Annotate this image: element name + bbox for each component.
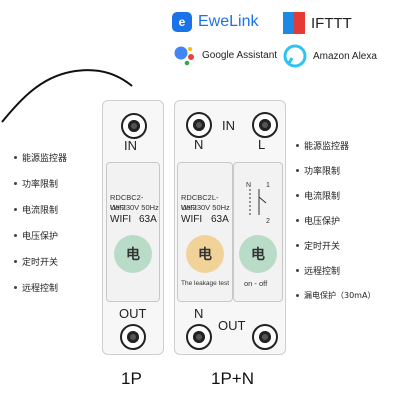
power-cable — [1, 69, 133, 123]
wifi-label-1pn: WIFI — [181, 214, 203, 225]
bullet-icon — [14, 285, 17, 289]
feature-label: 定时开关 — [304, 241, 341, 252]
google-assistant-icon — [174, 46, 194, 66]
terminal-label-out-1p: OUT — [119, 306, 147, 321]
feature-label: 能源监控器 — [22, 153, 68, 164]
diagram-label-2: 2 — [266, 218, 270, 225]
feature-label: 电流限制 — [22, 205, 59, 216]
leakage-test-button[interactable]: 电 — [186, 235, 224, 273]
terminal-label-n-bottom: N — [194, 306, 204, 321]
amazon-alexa-label: Amazon Alexa — [313, 50, 377, 62]
terminal-label-in-1p: IN — [124, 138, 137, 153]
leakage-test-label: The leakage test — [181, 280, 230, 287]
module-1pn-side: N 1 2 电 on - off — [233, 162, 283, 302]
module-1pn-main: RDCBC2L-WIFI Ue:230V 50Hz WIFI 63A 电 The… — [177, 162, 233, 302]
bullet-icon — [14, 181, 17, 185]
rating-label: Ue:230V 50Hz — [110, 203, 159, 212]
screw-terminal-l-top — [252, 112, 278, 138]
screw-terminal-n-top — [186, 112, 212, 138]
model-label: RDCBC2-WIFI — [110, 193, 144, 212]
amps-label-1pn: 63A — [211, 214, 229, 225]
list-item: 漏电保护（30mA） — [296, 288, 375, 302]
bullet-icon — [14, 155, 17, 159]
amazon-alexa-logo: Amazon Alexa — [283, 44, 377, 68]
feature-label: 能源监控器 — [304, 141, 350, 152]
control-button[interactable]: 电 — [114, 235, 152, 273]
feature-list-right: 能源监控器 功率限制 电流限制 电压保护 定时开关 远程控制 漏电保护（30mA… — [296, 138, 375, 313]
on-off-label: on - off — [244, 279, 268, 288]
module-1p: RDCBC2-WIFI Ue:230V 50Hz WIFI 63A 电 — [106, 162, 160, 302]
terminal-label-l-top: L — [258, 137, 266, 152]
amps-label: 63A — [139, 214, 157, 225]
list-item: 远程控制 — [14, 280, 67, 294]
list-item: 电压保护 — [14, 228, 67, 242]
bullet-icon — [296, 268, 299, 272]
ifttt-icon — [283, 12, 305, 34]
feature-list-left: 能源监控器 功率限制 电流限制 电压保护 定时开关 远程控制 — [14, 150, 67, 306]
model-label-1pn: RDCBC2L-WIFI — [181, 193, 219, 212]
ewelink-icon: e — [172, 12, 192, 32]
bullet-icon — [296, 143, 299, 147]
feature-label: 远程控制 — [22, 283, 59, 294]
feature-label: 电压保护 — [22, 231, 59, 242]
bullet-icon — [296, 168, 299, 172]
bullet-icon — [296, 218, 299, 222]
list-item: 电压保护 — [296, 213, 375, 227]
on-off-button[interactable]: 电 — [239, 235, 277, 273]
diagram-label-n: N — [246, 182, 251, 189]
ifttt-label: IFTTT — [311, 14, 352, 32]
terminal-label-n-top: N — [194, 137, 204, 152]
feature-label: 电压保护 — [304, 216, 341, 227]
terminal-label-in-1pn: IN — [222, 118, 235, 133]
feature-label: 功率限制 — [304, 166, 341, 177]
feature-label: 功率限制 — [22, 179, 59, 190]
feature-label: 电流限制 — [304, 191, 341, 202]
wiring-diagram: N 1 2 — [246, 182, 270, 225]
bullet-icon — [14, 207, 17, 211]
ewelink-logo: e EweLink — [172, 12, 258, 32]
list-item: 能源监控器 — [296, 138, 375, 152]
list-item: 能源监控器 — [14, 150, 67, 164]
rating-label-1pn: Ue:230V 50Hz — [181, 203, 230, 212]
screw-terminal-out-1pn — [252, 324, 278, 350]
ewelink-label: EweLink — [198, 13, 259, 30]
feature-label: 漏电保护（30mA） — [304, 290, 376, 300]
alexa-icon — [283, 44, 307, 68]
list-item: 远程控制 — [296, 263, 375, 277]
bullet-icon — [296, 293, 299, 297]
ifttt-logo: IFTTT — [283, 12, 352, 34]
feature-label: 定时开关 — [22, 257, 59, 268]
bullet-icon — [14, 259, 17, 263]
terminal-label-out-1pn: OUT — [218, 318, 246, 333]
screw-terminal-in — [121, 113, 147, 139]
google-assistant-label: Google Assistant — [202, 49, 278, 61]
google-assistant-logo: Google Assistant — [172, 44, 277, 66]
caption-1p: 1P — [121, 369, 142, 388]
list-item: 定时开关 — [14, 254, 67, 268]
screw-terminal-out — [120, 324, 146, 350]
wifi-label: WIFI — [110, 214, 132, 225]
bullet-icon — [296, 243, 299, 247]
caption-1pn: 1P+N — [211, 369, 254, 388]
diagram-label-1: 1 — [266, 182, 270, 189]
list-item: 电流限制 — [14, 202, 67, 216]
feature-label: 远程控制 — [304, 266, 341, 277]
list-item: 定时开关 — [296, 238, 375, 252]
list-item: 功率限制 — [296, 163, 375, 177]
list-item: 电流限制 — [296, 188, 375, 202]
list-item: 功率限制 — [14, 176, 67, 190]
bullet-icon — [296, 193, 299, 197]
screw-terminal-n-bottom — [186, 324, 212, 350]
bullet-icon — [14, 233, 17, 237]
